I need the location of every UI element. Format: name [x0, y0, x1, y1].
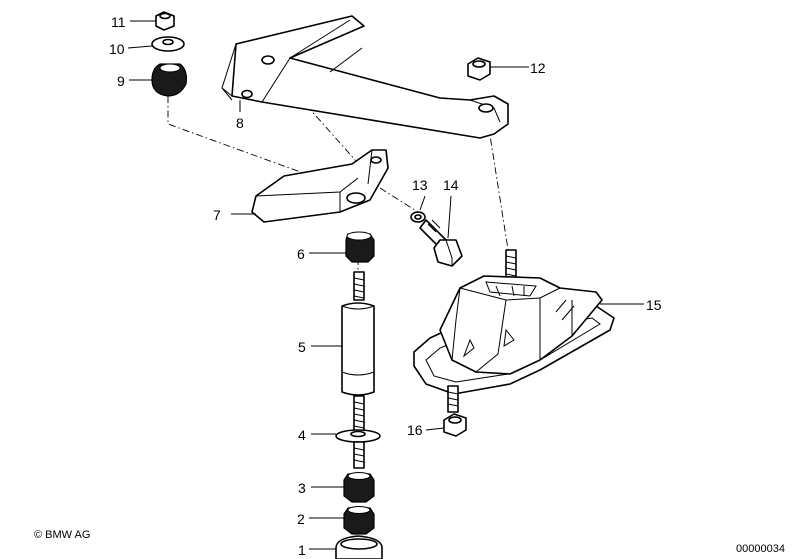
top-left-stack	[151, 11, 187, 97]
label-16: 16	[407, 422, 423, 438]
leader-lines	[127, 20, 644, 550]
diagram-id: 00000034	[736, 543, 785, 555]
label-12: 12	[530, 60, 546, 76]
part-numbers: 11 10 9 8 7 6 5 4 3 2 1 13 14 12 15 16	[109, 14, 662, 558]
label-13: 13	[412, 177, 428, 193]
label-6: 6	[297, 246, 305, 262]
label-8: 8	[236, 115, 244, 131]
label-1: 1	[298, 542, 306, 558]
label-2: 2	[297, 511, 305, 527]
bracket-upper	[221, 15, 509, 139]
label-3: 3	[298, 480, 306, 496]
label-11: 11	[111, 14, 126, 30]
label-10: 10	[109, 41, 125, 57]
engine-mount	[413, 249, 615, 413]
label-7: 7	[213, 207, 221, 223]
bolt-washer	[410, 211, 463, 267]
bracket-middle	[251, 149, 389, 223]
label-5: 5	[298, 339, 306, 355]
label-15: 15	[646, 297, 662, 313]
label-4: 4	[298, 427, 306, 443]
label-14: 14	[443, 177, 459, 193]
centre-stack	[335, 231, 383, 559]
nut-16	[443, 413, 467, 437]
nut-12	[467, 57, 491, 81]
copyright-text: © BMW AG	[34, 529, 90, 541]
label-9: 9	[117, 73, 125, 89]
